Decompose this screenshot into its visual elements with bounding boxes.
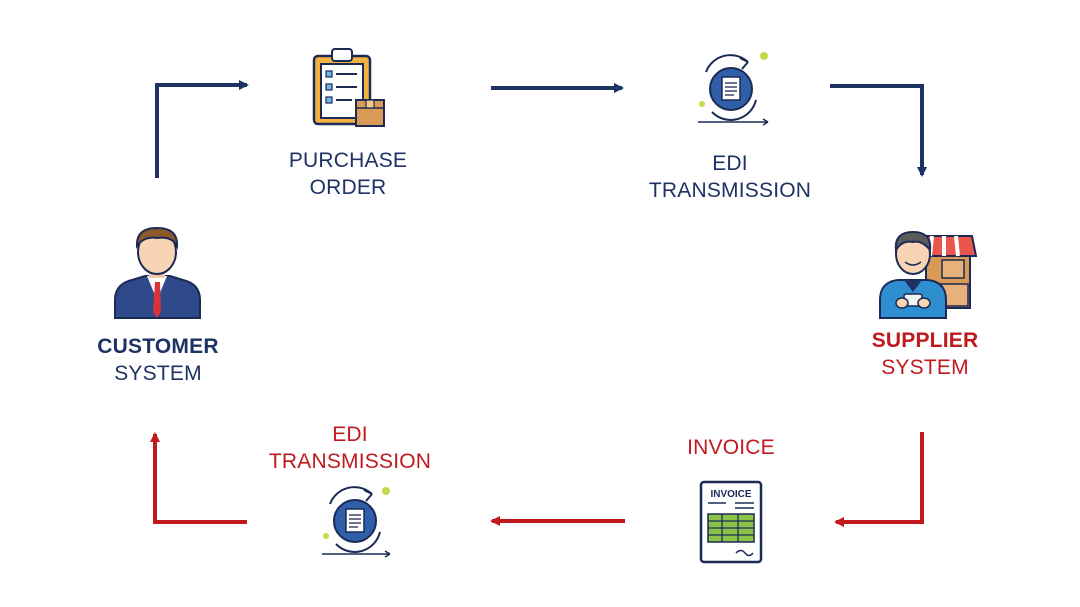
supplier-system-label: SUPPLIER SYSTEM [835, 327, 1015, 381]
customer-system-label: CUSTOMER SYSTEM [68, 333, 248, 387]
invoice-doc-heading: INVOICE [710, 489, 751, 500]
edi-top-line1: EDI [712, 152, 748, 175]
purchase-order-line1: PURCHASE [288, 149, 408, 172]
edi-cycle-icon-bottom [322, 486, 391, 558]
purchase-order-line2: ORDER [309, 176, 387, 199]
edi-bottom-line2: TRANSMISSION [268, 450, 432, 473]
invoice-label: INVOICE [641, 434, 821, 461]
customer-subtitle: SYSTEM [114, 362, 202, 385]
edi-bottom-label: EDI TRANSMISSION [252, 421, 448, 475]
edi-cycle-icon-top [698, 52, 769, 126]
purchase-order-label: PURCHASE ORDER [258, 147, 438, 201]
supplier-title: SUPPLIER [871, 329, 979, 352]
edi-bottom-line1: EDI [332, 423, 368, 446]
invoice-icon: INVOICE [699, 480, 763, 564]
clipboard-icon [312, 48, 385, 127]
supplier-subtitle: SYSTEM [881, 356, 969, 379]
arrow-supplier-to-invoice [834, 432, 924, 527]
supplier-icon [879, 230, 978, 319]
customer-title: CUSTOMER [97, 335, 219, 358]
edi-top-label: EDI TRANSMISSION [632, 150, 828, 204]
arrow-customer-to-po [155, 80, 249, 178]
invoice-line1: INVOICE [687, 436, 775, 459]
customer-icon [114, 226, 201, 319]
arrow-edi-to-customer [150, 432, 247, 524]
arrow-edi-to-supplier [830, 84, 927, 177]
edi-top-line2: TRANSMISSION [648, 179, 812, 202]
